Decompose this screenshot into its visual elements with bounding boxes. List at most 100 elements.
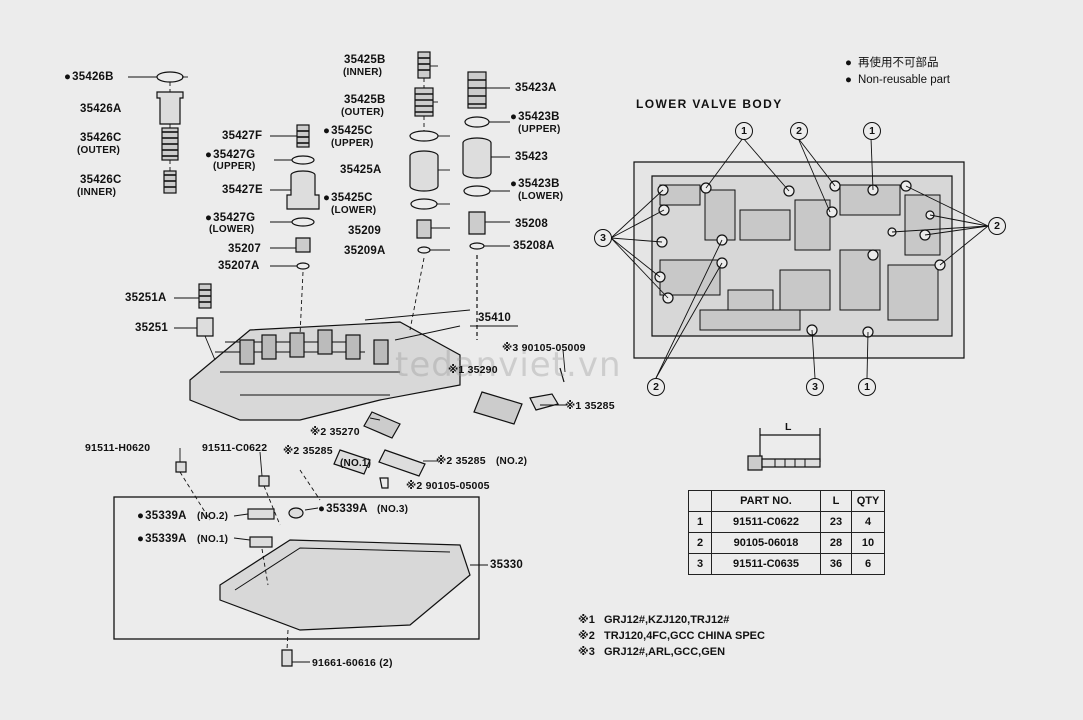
spring-35425B-inner [417, 51, 431, 79]
callout-2: 2 [647, 378, 665, 396]
label-35209: 35209 [348, 225, 381, 237]
table-cell: 91511-C0622 [711, 511, 821, 533]
callout-3: 3 [806, 378, 824, 396]
label-35423B-lower: 35423B [510, 178, 560, 190]
label-35285-no1: ※2 35285 [283, 445, 333, 457]
label-35339A-no3: 35339A [318, 503, 368, 515]
callout-2: 2 [790, 122, 808, 140]
label-35426C-inner-sub: (INNER) [77, 187, 117, 198]
footnote-text: GRJ12#,ARL,GCC,GEN [604, 646, 726, 658]
label-35339A-no2: 35339A [137, 510, 187, 522]
footnotes: ※1 GRJ12#,KZJ120,TRJ12# ※2 TRJ120,4FC,GCC … [578, 612, 765, 660]
footnote-mark: ※1 [578, 614, 595, 626]
label-35339A-no1-sub: (NO.1) [197, 534, 229, 545]
table-cell: 28 [820, 532, 852, 554]
o-ring-35426B [156, 71, 184, 83]
footnote-mark: ※2 [578, 630, 595, 642]
label-35410: 35410 [478, 312, 511, 324]
table-cell: 4 [851, 511, 885, 533]
label-35426C-outer: 35426C [80, 132, 122, 144]
table-cell: 10 [851, 532, 885, 554]
label-35423B-lower-sub: (LOWER) [518, 191, 564, 202]
table-cell: 91511-C0635 [711, 553, 821, 575]
footnote-mark: ※3 [578, 646, 595, 658]
label-35426B: 35426B [64, 71, 114, 83]
legend: 再使用不可部品 Non-reusable part [845, 55, 950, 89]
label-35425C-lower: 35425C [323, 192, 373, 204]
plug-35426A [156, 91, 184, 125]
label-35423A: 35423A [515, 82, 557, 94]
callout-1: 1 [735, 122, 753, 140]
oil-pan-35330 [219, 539, 471, 631]
label-35426C-outer-sub: (OUTER) [77, 145, 121, 156]
label-35290: ※1 35290 [448, 364, 498, 376]
label-35207: 35207 [228, 243, 261, 255]
label-35425B-inner-sub: (INNER) [343, 67, 383, 78]
label-35427G-upper-sub: (UPPER) [213, 161, 256, 172]
legend-jp: 再使用不可部品 [845, 55, 950, 72]
table-row: 2 90105-06018 28 10 [688, 532, 885, 554]
legend-en: Non-reusable part [845, 72, 950, 89]
label-91511-H0620: 91511-H0620 [85, 442, 151, 454]
table-cell: 6 [851, 553, 885, 575]
footnote: ※3 GRJ12#,ARL,GCC,GEN [578, 644, 765, 660]
bolt-spec-table: PART NO. L QTY 1 91511-C0622 23 4 2 9010… [688, 490, 885, 575]
label-35339A-no1: 35339A [137, 533, 187, 545]
footnote: ※1 GRJ12#,KZJ120,TRJ12# [578, 612, 765, 628]
label-35285-no2-sub: (NO.2) [496, 456, 528, 467]
label-35425B-inner: 35425B [344, 54, 386, 66]
label-35425C-upper-sub: (UPPER) [331, 138, 374, 149]
label-91511-C0622: 91511-C0622 [202, 442, 268, 454]
label-35425A: 35425A [340, 164, 382, 176]
table-header-row: PART NO. L QTY [688, 490, 885, 512]
table-cell: 1 [688, 511, 712, 533]
footnote: ※2 TRJ120,4FC,GCC CHINA SPEC [578, 628, 765, 644]
label-35285-no1-sub: (NO.1) [340, 458, 372, 469]
label-35426C-inner: 35426C [80, 174, 122, 186]
label-35427G-lower-sub: (LOWER) [209, 224, 255, 235]
label-35425C-upper: 35425C [323, 125, 373, 137]
table-header: QTY [851, 490, 885, 512]
label-35208: 35208 [515, 218, 548, 230]
lower-valve-body-title: LOWER VALVE BODY [636, 97, 783, 111]
label-91661-60616: 91661-60616 (2) [312, 657, 393, 669]
label-35425B-outer-sub: (OUTER) [341, 107, 385, 118]
label-35208A: 35208A [513, 240, 555, 252]
table-header: L [820, 490, 852, 512]
table-row: 3 91511-C0635 36 6 [688, 553, 885, 575]
table-cell: 3 [688, 553, 712, 575]
label-35285-no2: ※2 35285 [436, 455, 486, 467]
table-header [688, 490, 712, 512]
oil-pan-box [113, 496, 480, 640]
watermark: tedanviet.vn [395, 345, 622, 385]
label-35427G-upper: 35427G [205, 149, 255, 161]
label-35423B-upper-sub: (UPPER) [518, 124, 561, 135]
table-cell: 2 [688, 532, 712, 554]
label-35425C-lower-sub: (LOWER) [331, 205, 377, 216]
label-35330: 35330 [490, 559, 523, 571]
bolt-length-label: L [785, 421, 792, 433]
label-35427F: 35427F [222, 130, 263, 142]
label-90105-05009: ※3 90105-05009 [502, 342, 586, 354]
callout-1: 1 [863, 122, 881, 140]
callout-2: 2 [988, 217, 1006, 235]
label-35270: ※2 35270 [310, 426, 360, 438]
label-35339A-no2-sub: (NO.2) [197, 511, 229, 522]
label-35427G-lower: 35427G [205, 212, 255, 224]
label-35425B-outer: 35425B [344, 94, 386, 106]
footnote-text: GRJ12#,KZJ120,TRJ12# [604, 614, 730, 626]
table-cell: 23 [820, 511, 852, 533]
label-35285: ※1 35285 [565, 400, 615, 412]
table-cell: 36 [820, 553, 852, 575]
label-35427E: 35427E [222, 184, 263, 196]
callout-3: 3 [594, 229, 612, 247]
label-35423B-upper: 35423B [510, 111, 560, 123]
callout-1: 1 [858, 378, 876, 396]
footnote-text: TRJ120,4FC,GCC CHINA SPEC [604, 630, 765, 642]
label-35209A: 35209A [344, 245, 386, 257]
label-90105-05005: ※2 90105-05005 [406, 480, 490, 492]
label-35251: 35251 [135, 322, 168, 334]
label-35423: 35423 [515, 151, 548, 163]
